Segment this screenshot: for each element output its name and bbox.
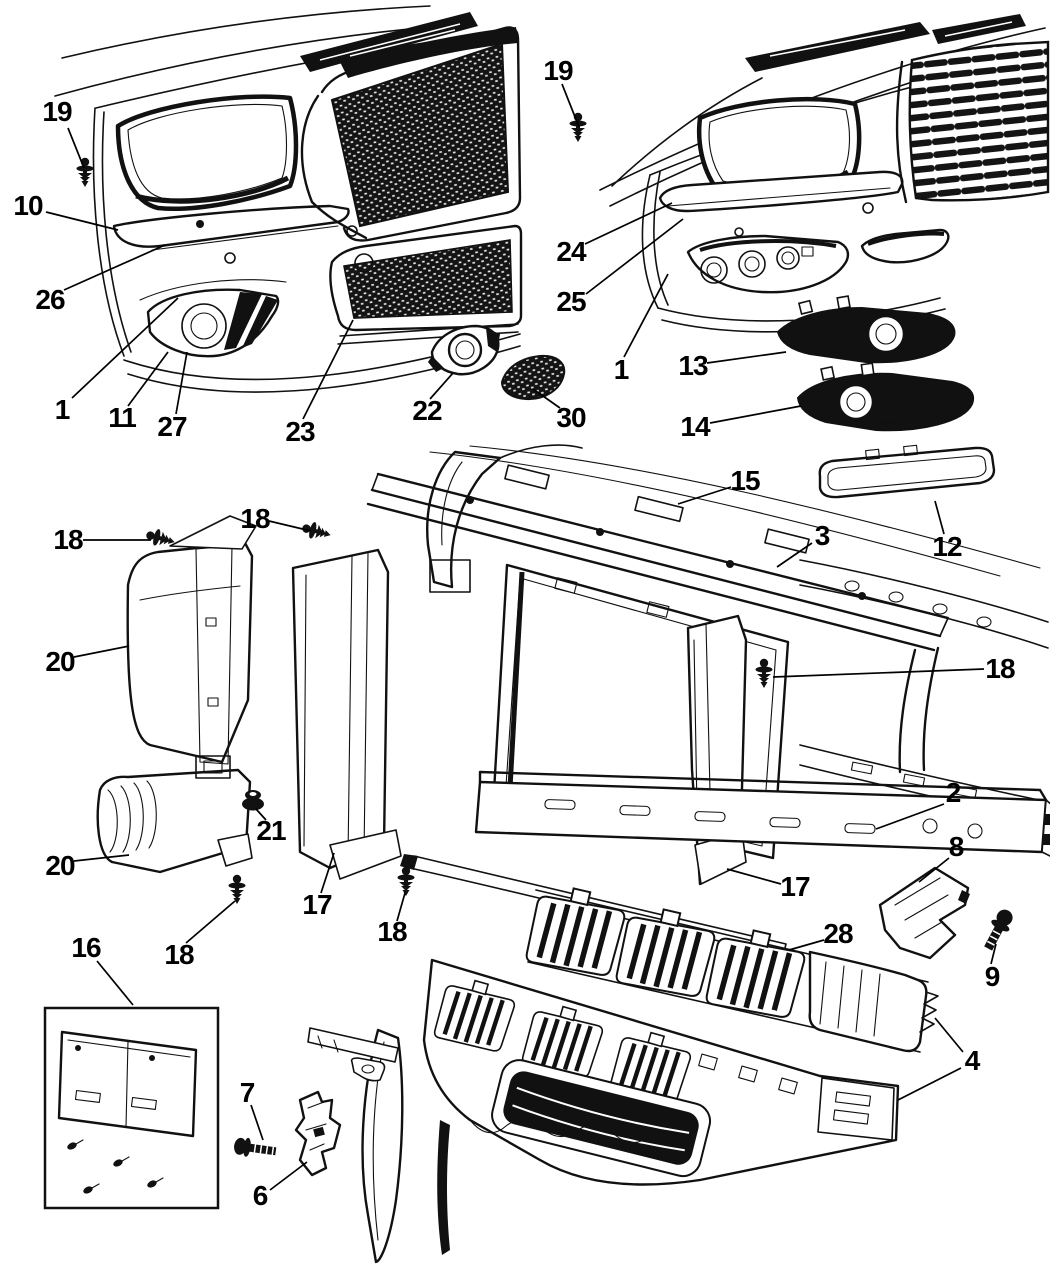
- leader-line-15: [677, 486, 732, 505]
- leader-line-19: [67, 127, 85, 169]
- air-deflector-17-left: [291, 548, 402, 880]
- sensor-hole: [734, 227, 744, 237]
- leader-line-1: [71, 297, 179, 399]
- mesh-insert-part-30: [500, 354, 566, 401]
- leader-line-19: [561, 83, 580, 128]
- sensor-hole: [224, 252, 236, 264]
- a-pillar-line: [611, 77, 763, 187]
- leader-line-6: [269, 1161, 308, 1191]
- license-screws: [67, 1139, 164, 1194]
- fascia-front-view-right: [569, 14, 1050, 333]
- cowl-highlight-lines: [319, 23, 461, 61]
- fog-bezel-part-14: [796, 362, 974, 432]
- grille-top-chrome-bar: [340, 27, 518, 78]
- license-bracket-kit-16: [43, 1006, 220, 1210]
- hood-edge-line: [61, 5, 431, 59]
- leader-line-26: [63, 244, 166, 291]
- corner-panel-foot: [429, 559, 471, 593]
- fascia-front-view-left: [54, 5, 523, 393]
- radiator-support-assembly: [96, 444, 1050, 904]
- leader-lines: [45, 83, 997, 1191]
- driving-lamp-cluster-right: [686, 234, 850, 294]
- leader-line-2: [875, 803, 945, 830]
- leader-line-20: [73, 854, 130, 862]
- leader-line-30: [532, 388, 561, 409]
- push-pin-clip-18: [300, 519, 333, 544]
- push-pin-clip-18: [228, 874, 246, 904]
- leader-line-17: [726, 868, 782, 885]
- leader-line-18: [268, 520, 312, 532]
- headlamp-opening-left: [115, 94, 299, 211]
- tow-hook-hole: [354, 253, 374, 273]
- fascia-left-edge: [92, 107, 132, 357]
- leader-line-4: [897, 1067, 962, 1101]
- push-pin-clip-18: [397, 866, 415, 896]
- leader-line-27: [175, 351, 188, 415]
- fender-pillar: [898, 646, 940, 774]
- leader-line-12: [934, 500, 945, 535]
- fascia-applique-right-24: [658, 170, 904, 213]
- fog-lamp-left: [181, 303, 227, 349]
- leader-line-13: [706, 351, 787, 364]
- fog-bezel-part-22: [428, 324, 500, 376]
- leader-line-16: [96, 960, 134, 1006]
- bolt-7: [234, 1137, 277, 1157]
- air-dam-panel-20-lower: [96, 755, 253, 874]
- flange-nut-21: [242, 790, 264, 811]
- applique-fastener-dot: [196, 220, 204, 228]
- leader-line-4: [934, 1017, 964, 1053]
- fog-bezel-part-13: [776, 295, 956, 364]
- fascia-applique-left: [112, 204, 350, 251]
- leader-line-18: [185, 900, 236, 944]
- leader-line-24: [584, 202, 673, 245]
- bracket-6: [294, 1090, 342, 1177]
- upper-grille-mesh-left: [300, 26, 522, 242]
- upper-crossmember-15: [366, 445, 1041, 652]
- support-bracket-8: [878, 866, 970, 960]
- bumper-beam-2: [474, 770, 1050, 857]
- leader-line-9: [990, 943, 997, 965]
- sensor-hole: [862, 202, 874, 214]
- push-pin-clip-19-right: [569, 112, 587, 142]
- leader-line-25: [585, 218, 684, 295]
- fog-lamp-opening-left: [139, 279, 287, 358]
- leader-line-8: [918, 857, 950, 883]
- leader-line-20: [73, 645, 130, 658]
- hood-corner-panel: [426, 450, 502, 589]
- energy-absorber-lower: [422, 958, 900, 1186]
- hood-edge-line-2: [54, 25, 441, 97]
- leader-line-3: [776, 542, 813, 568]
- leader-line-17: [320, 852, 335, 894]
- leader-line-21: [255, 808, 267, 821]
- leader-line-1: [623, 273, 669, 358]
- upper-grille-bars-right: [895, 40, 1050, 204]
- leader-line-28: [788, 939, 825, 951]
- air-deflector-17-right: [686, 614, 748, 886]
- fascia-lower-flange: [307, 1027, 399, 1063]
- leader-line-14: [709, 405, 802, 424]
- leader-line-18: [772, 668, 985, 678]
- air-dam-panel-20-upper: [126, 515, 257, 765]
- leader-line-18: [396, 892, 406, 922]
- fascia-corner-section: [307, 1027, 450, 1264]
- leader-line-11: [127, 351, 169, 407]
- sensor-hole: [346, 225, 358, 237]
- fascia-left-edge-right-view: [641, 171, 669, 309]
- lower-intake-grille-left: [329, 224, 523, 345]
- push-pin-clip-19-left: [76, 157, 94, 187]
- flange-tab: [350, 1057, 386, 1082]
- bolt-9: [984, 909, 1013, 951]
- applique-part-12: [818, 444, 996, 499]
- leader-line-7: [250, 1104, 264, 1141]
- leader-line-22: [429, 372, 454, 400]
- energy-absorber-upper: [524, 881, 939, 1053]
- leader-line-10: [45, 211, 119, 231]
- leader-line-23: [302, 319, 354, 420]
- side-vent-right: [860, 228, 950, 264]
